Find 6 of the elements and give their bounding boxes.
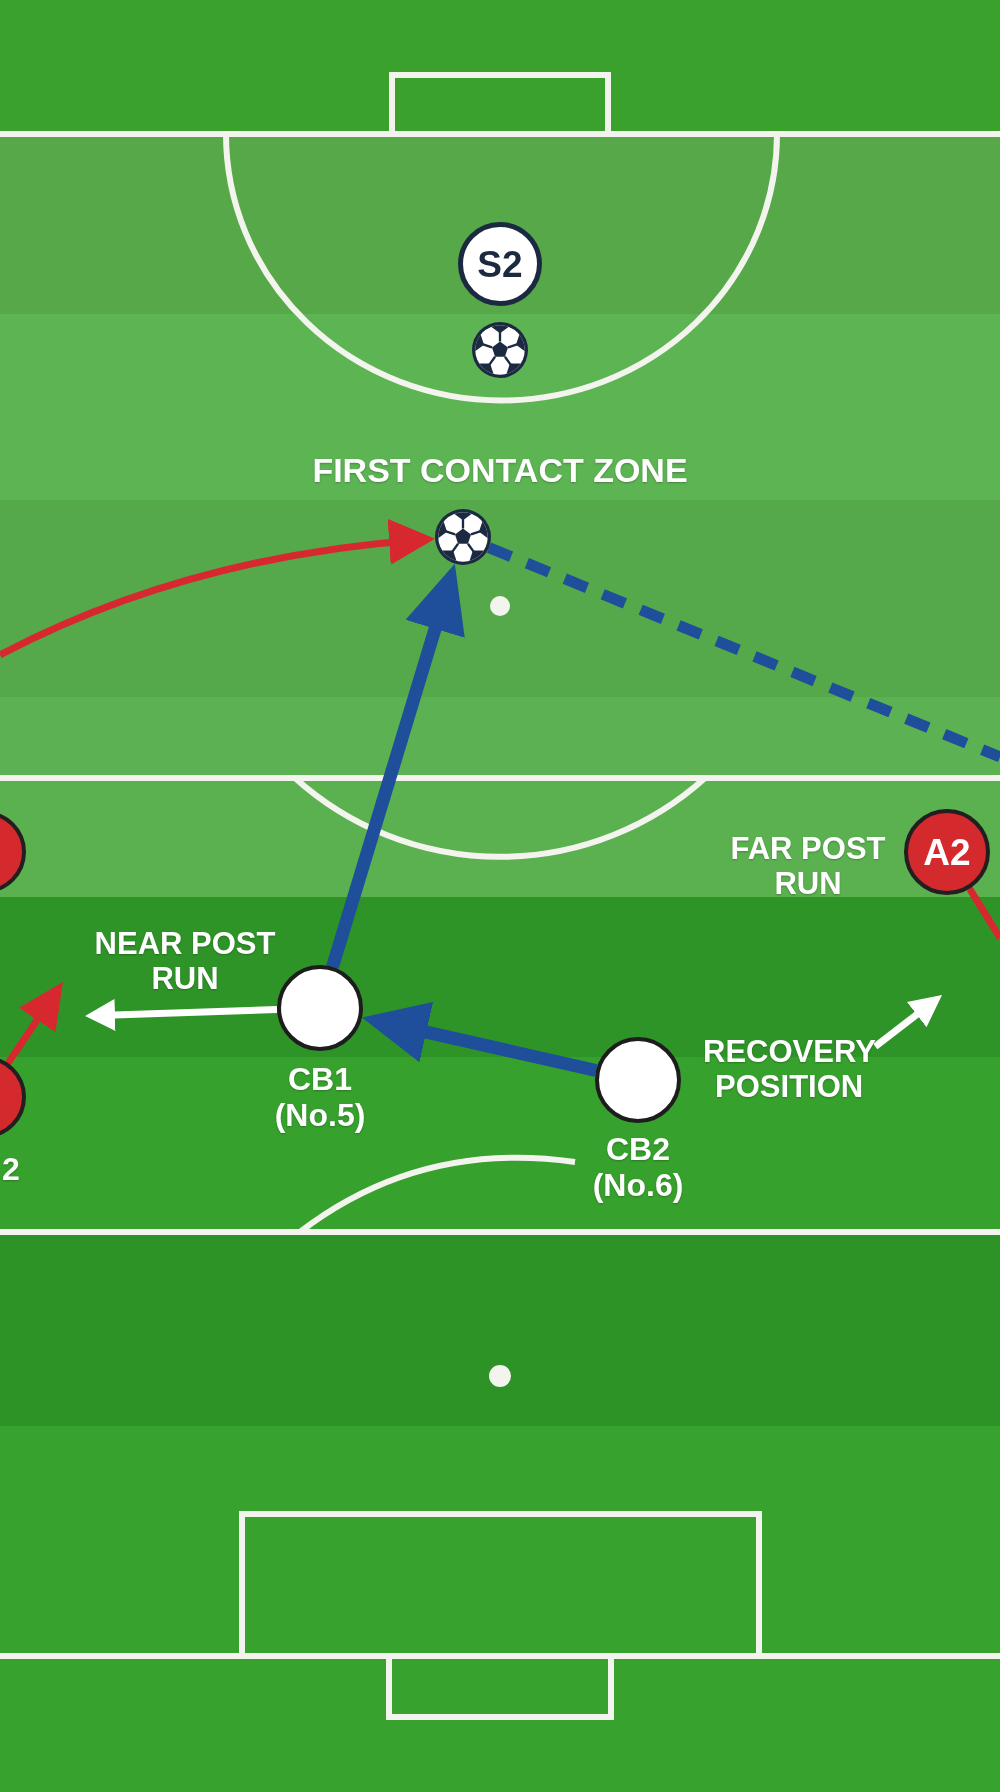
zone-label: FIRST CONTACT ZONE <box>311 451 689 490</box>
player-label: CB1 (No.5) <box>274 1062 366 1134</box>
edge-label: NEAR POST RUN <box>94 927 276 997</box>
player-label: FAR POST RUN <box>729 832 887 902</box>
player-label: CB2 (No.6) <box>592 1132 684 1204</box>
player-label: 2 <box>2 1152 20 1188</box>
